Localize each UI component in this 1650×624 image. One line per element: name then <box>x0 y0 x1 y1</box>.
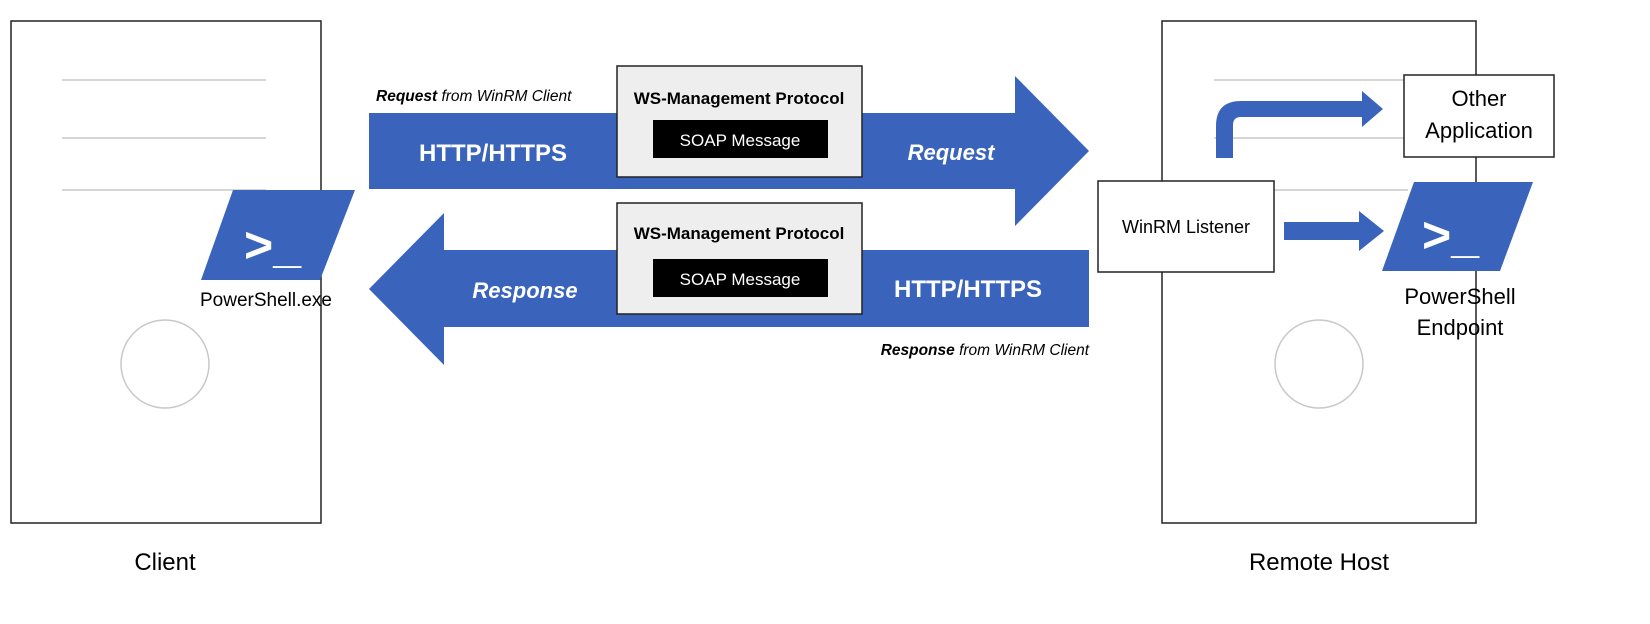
listener-to-other-app-arrow <box>1216 91 1383 158</box>
request-transport-label: HTTP/HTTPS <box>419 140 567 167</box>
client-powershell-icon: >_ <box>201 190 355 280</box>
request-soap-box <box>653 120 828 158</box>
client-powershell-prompt: >_ <box>244 217 302 273</box>
listener-to-endpoint-arrow <box>1284 211 1384 251</box>
response-caption: Response from WinRM Client <box>881 342 1090 359</box>
response-ws-box-bg <box>616 202 863 315</box>
other-application-box: Other Application <box>1403 74 1555 158</box>
endpoint-label-line-2: Endpoint <box>1417 315 1504 340</box>
response-ws-management-box: WS-Management Protocol SOAP Message <box>616 202 863 315</box>
response-caption-bold: Response <box>881 342 955 359</box>
endpoint-powershell-prompt: >_ <box>1422 207 1480 263</box>
client-powershell-icon-bg <box>201 190 355 280</box>
request-caption: Request from WinRM Client <box>376 88 572 105</box>
response-soap-box <box>653 259 828 297</box>
request-caption-rest: from WinRM Client <box>441 88 572 105</box>
endpoint-label-line-1: PowerShell <box>1404 284 1515 309</box>
response-protocol-label: WS-Management Protocol <box>634 224 845 243</box>
remote-host-label: Remote Host <box>1249 549 1389 576</box>
winrm-listener-label: WinRM Listener <box>1122 217 1250 237</box>
other-application-bg <box>1403 74 1555 158</box>
client-app-label: PowerShell.exe <box>200 290 332 311</box>
endpoint-powershell-icon-bg <box>1382 182 1533 271</box>
response-transport-label: HTTP/HTTPS <box>894 276 1042 303</box>
request-direction-label: Request <box>908 140 996 165</box>
request-ws-management-box: WS-Management Protocol SOAP Message <box>616 65 863 178</box>
remote-power-button-icon <box>1274 319 1364 409</box>
endpoint-powershell-icon: >_ <box>1382 182 1533 271</box>
response-soap-label: SOAP Message <box>680 270 801 289</box>
other-application-label-line-2: Application <box>1425 118 1533 143</box>
request-soap-label: SOAP Message <box>680 131 801 150</box>
other-application-label-line-1: Other <box>1451 86 1506 111</box>
response-caption-rest: from WinRM Client <box>959 342 1090 359</box>
request-protocol-label: WS-Management Protocol <box>634 89 845 108</box>
winrm-listener-box: WinRM Listener <box>1097 180 1275 273</box>
request-caption-bold: Request <box>376 88 438 105</box>
winrm-listener-bg <box>1097 180 1275 273</box>
client-label: Client <box>134 549 196 576</box>
response-direction-label: Response <box>472 278 577 303</box>
client-power-button-icon <box>120 319 210 409</box>
